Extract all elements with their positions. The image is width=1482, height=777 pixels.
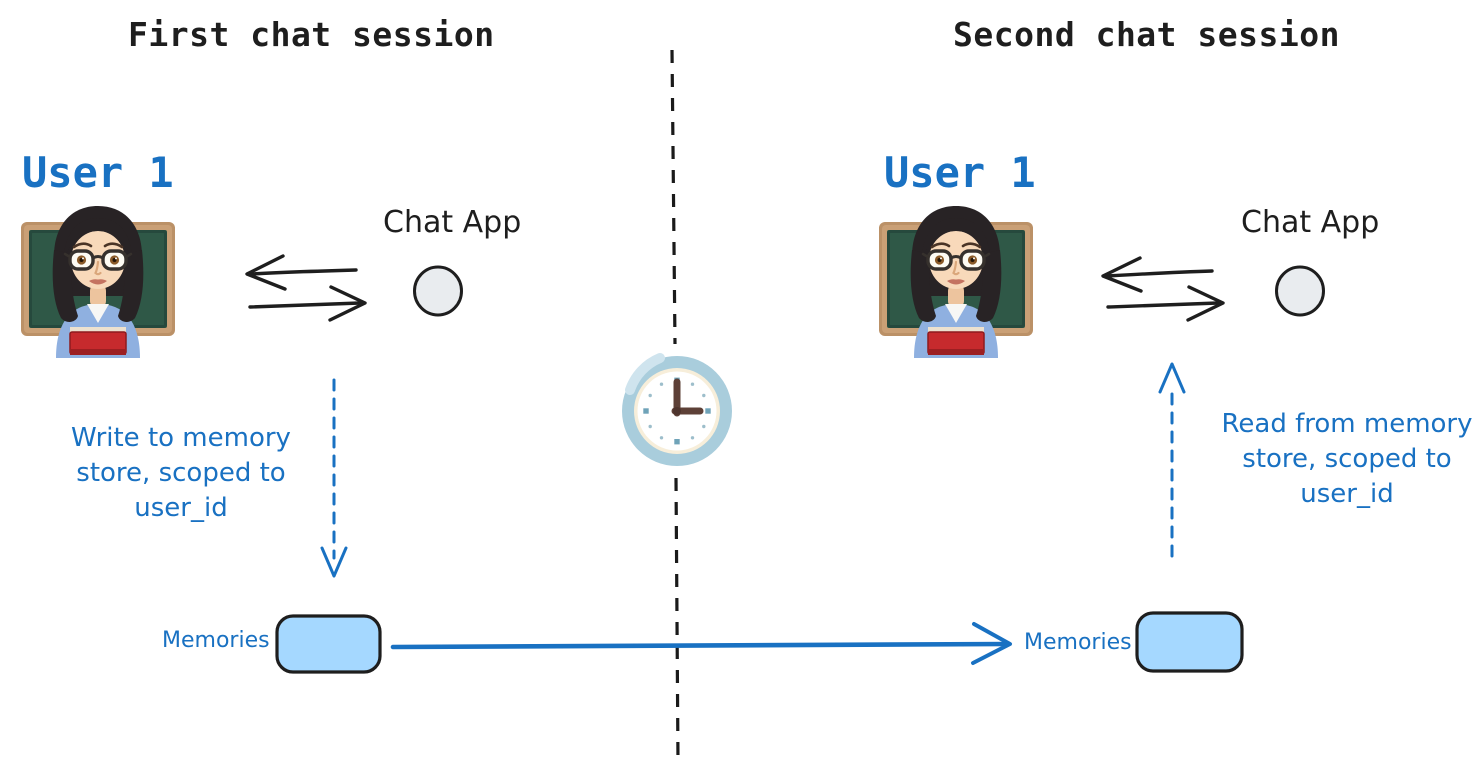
woman-teacher-emoji-right — [878, 204, 1034, 358]
memories-box-right — [1135, 611, 1244, 673]
clock-three-oclock-icon — [622, 353, 732, 466]
note-line: user_id — [1300, 479, 1394, 509]
user-label-right: User 1 — [884, 148, 1036, 197]
note-line: Read from memory — [1221, 409, 1473, 439]
note-line: store, scoped to — [1242, 444, 1452, 474]
memories-label-right: Memories — [1024, 630, 1132, 655]
chat-exchange-arrows-left — [245, 254, 367, 322]
session-divider-dashed-line — [670, 49, 680, 762]
second-session-title: Second chat session — [953, 15, 1340, 54]
note-line: store, scoped to — [76, 458, 286, 488]
chat-app-label-left: Chat App — [383, 205, 522, 240]
write-memory-note: Write to memory store, scoped to user_id — [48, 421, 314, 526]
memories-box-left — [275, 614, 382, 674]
chat-app-circle-icon-left — [413, 265, 463, 317]
read-memory-note: Read from memory store, scoped to user_i… — [1210, 407, 1482, 512]
memories-label-left: Memories — [162, 628, 270, 653]
write-memory-dashed-arrow — [320, 378, 348, 578]
chat-app-circle-icon-right — [1275, 265, 1325, 317]
memory-transfer-arrow — [390, 622, 1012, 665]
woman-teacher-emoji-left — [20, 204, 176, 358]
first-session-title: First chat session — [128, 15, 495, 54]
note-line: user_id — [134, 493, 228, 523]
chat-exchange-arrows-right — [1101, 256, 1225, 322]
note-line: Write to memory — [71, 423, 291, 453]
chat-app-label-right: Chat App — [1241, 205, 1380, 240]
read-memory-dashed-arrow — [1158, 362, 1186, 558]
user-label-left: User 1 — [22, 148, 174, 197]
